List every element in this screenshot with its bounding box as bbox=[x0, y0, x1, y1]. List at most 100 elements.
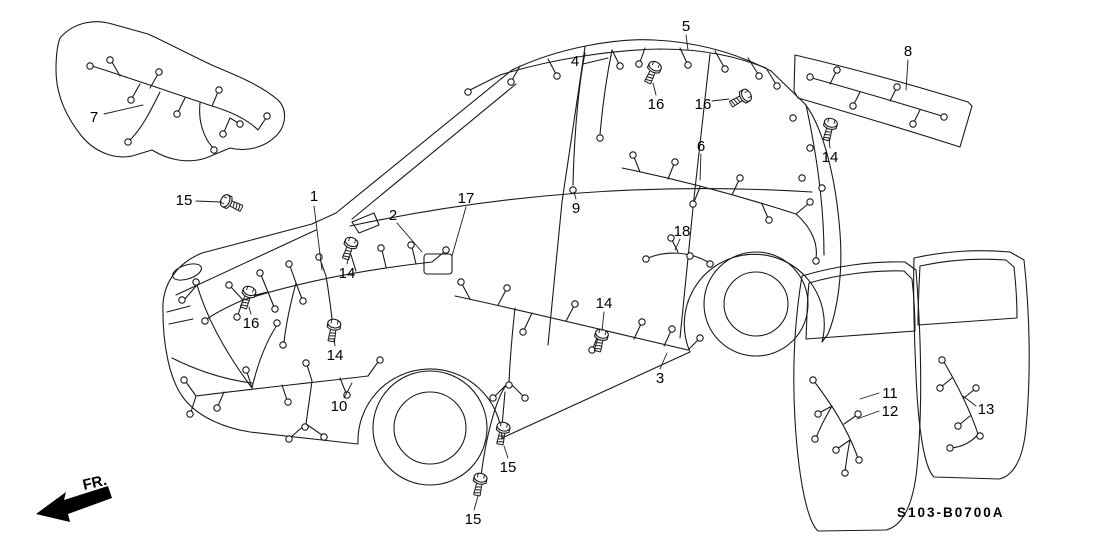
callout-label-9: 9 bbox=[572, 200, 580, 217]
connector-dot bbox=[976, 432, 984, 440]
connector-dot bbox=[818, 184, 826, 192]
fasteners bbox=[218, 59, 839, 498]
connector-dot bbox=[285, 435, 293, 443]
connector-dot bbox=[616, 62, 624, 70]
connector-dot bbox=[832, 446, 840, 454]
diagram-code: S103-B0700A bbox=[897, 505, 1005, 520]
bolt-icon bbox=[819, 116, 839, 143]
connector-dot bbox=[256, 269, 264, 277]
callout-label-3: 3 bbox=[656, 370, 664, 387]
connector-dot bbox=[946, 444, 954, 452]
connector-dot bbox=[173, 110, 181, 118]
callout-label-14-a: 14 bbox=[339, 265, 356, 282]
connector-dot bbox=[811, 435, 819, 443]
connector-dot bbox=[569, 186, 577, 194]
callout-label-8: 8 bbox=[904, 43, 912, 60]
connector-dot bbox=[106, 56, 114, 64]
callout-label-14-b: 14 bbox=[327, 347, 344, 364]
connector-dot bbox=[315, 253, 323, 261]
connector-dot bbox=[689, 200, 697, 208]
connector-dot bbox=[180, 376, 188, 384]
callout-label-14-c: 14 bbox=[596, 295, 613, 312]
connector-dot bbox=[233, 313, 241, 321]
callout-label-1: 1 bbox=[310, 188, 318, 205]
connector-dot bbox=[213, 404, 221, 412]
connector-dot bbox=[686, 252, 694, 260]
connector-dot bbox=[571, 300, 579, 308]
connector-dot bbox=[302, 359, 310, 367]
connector-dots bbox=[86, 56, 271, 154]
connector-dot bbox=[503, 284, 511, 292]
connector-dot bbox=[127, 96, 135, 104]
connector-dot bbox=[671, 158, 679, 166]
connector-dot bbox=[242, 366, 250, 374]
connector-dot bbox=[86, 62, 94, 70]
connector-dot bbox=[940, 113, 948, 121]
engine-wire-harness bbox=[178, 278, 384, 443]
connector-dots bbox=[201, 241, 450, 349]
connector-dot bbox=[936, 384, 944, 392]
connector-dot bbox=[629, 151, 637, 159]
connector-dot bbox=[841, 469, 849, 477]
bolt-icon bbox=[218, 192, 245, 215]
connector-dot bbox=[236, 120, 244, 128]
headlight bbox=[172, 263, 202, 281]
connector-dot bbox=[972, 384, 980, 392]
instrument-panel-harness bbox=[55, 21, 286, 162]
callout-label-13: 13 bbox=[978, 401, 995, 418]
connector-dot bbox=[271, 305, 279, 313]
connector-dot bbox=[954, 422, 962, 430]
connector-dot bbox=[210, 146, 218, 154]
front-door-harness bbox=[809, 376, 863, 477]
bolt-icon bbox=[324, 317, 343, 344]
connector-dot bbox=[668, 325, 676, 333]
callout-label-7: 7 bbox=[90, 109, 98, 126]
front-wheel bbox=[372, 370, 488, 486]
connector-dot bbox=[855, 456, 863, 464]
callout-labels: 7 15 1 2 17 4 5 16 16 8 14 9 6 18 14 16 … bbox=[90, 18, 995, 528]
connector-dot bbox=[124, 138, 132, 146]
connector-dot bbox=[273, 319, 281, 327]
connector-dot bbox=[377, 244, 385, 252]
connector-dots bbox=[464, 60, 781, 194]
callout-label-10: 10 bbox=[331, 398, 348, 415]
connector-dot bbox=[507, 78, 515, 86]
callout-label-15-c: 15 bbox=[465, 511, 482, 528]
connector-dot bbox=[215, 86, 223, 94]
rear-wheel bbox=[703, 251, 809, 357]
connector-dot bbox=[285, 260, 293, 268]
connector-dot bbox=[765, 216, 773, 224]
connector-dot bbox=[192, 278, 200, 286]
connector-dot bbox=[893, 83, 901, 91]
connector-dot bbox=[489, 394, 497, 402]
callout-label-17: 17 bbox=[458, 190, 475, 207]
connector-dot bbox=[635, 60, 643, 68]
connector-dot bbox=[376, 356, 384, 364]
callout-label-6: 6 bbox=[697, 138, 705, 155]
connector-dot bbox=[505, 381, 513, 389]
connector-dot bbox=[909, 120, 917, 128]
connector-dot bbox=[407, 241, 415, 249]
connector-dot bbox=[938, 356, 946, 364]
connector-dot bbox=[178, 296, 186, 304]
connector-dot bbox=[442, 246, 450, 254]
connector-dot bbox=[736, 174, 744, 182]
relay-box bbox=[423, 253, 453, 275]
callout-label-16-c: 16 bbox=[243, 315, 260, 332]
connector-dot bbox=[301, 423, 309, 431]
connector-dots bbox=[457, 278, 704, 402]
connector-dot bbox=[721, 65, 729, 73]
connector-dot bbox=[263, 112, 271, 120]
callout-label-16-a: 16 bbox=[648, 96, 665, 113]
connector-dot bbox=[279, 341, 287, 349]
callout-label-14-d: 14 bbox=[822, 149, 839, 166]
callout-leader-lines bbox=[103, 34, 977, 511]
rear-door-harness bbox=[936, 356, 984, 452]
connector-dot bbox=[806, 198, 814, 206]
connector-dots bbox=[178, 278, 384, 443]
callout-label-2: 2 bbox=[389, 207, 397, 224]
connector-dot bbox=[798, 174, 806, 182]
bolt-icon bbox=[727, 86, 755, 111]
connector-dot bbox=[809, 376, 817, 384]
